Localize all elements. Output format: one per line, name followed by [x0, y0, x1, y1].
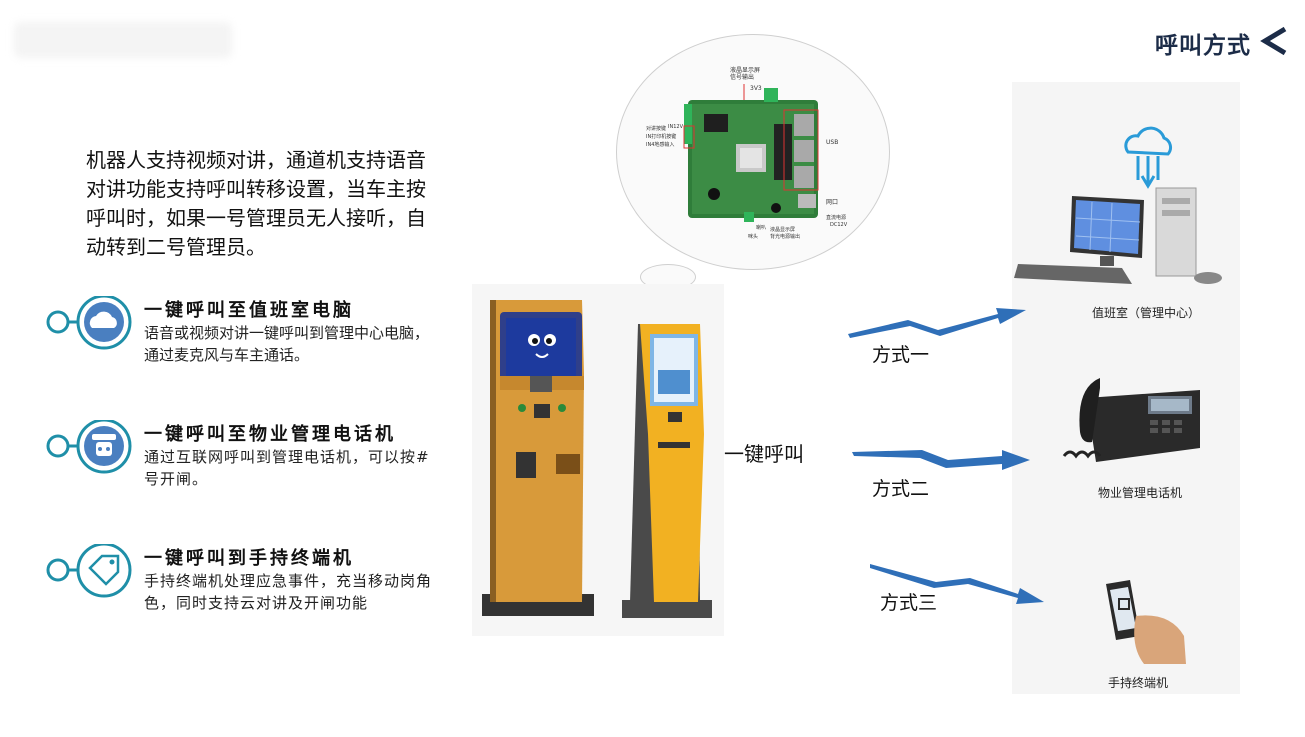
kiosk-machines-image	[482, 300, 712, 618]
tag-icon	[46, 544, 132, 598]
mode-label: 方式二	[872, 478, 930, 500]
feature-item-handheld: 一键呼叫到手持终端机 手持终端机处理应急事件，充当移动岗角色，同时支持云对讲及开…	[44, 544, 444, 624]
board-label: 网口	[826, 199, 838, 206]
device-label-computer: 值班室（管理中心）	[1092, 306, 1201, 320]
arrow-icon	[848, 308, 1026, 338]
board-label: 对讲按键	[646, 125, 666, 132]
top-blur-region	[14, 22, 232, 58]
board-label: 液晶显示屏	[730, 66, 760, 74]
feature-item-computer: 一键呼叫至值班室电脑 语音或视频对讲一键呼叫到管理中心电脑，通过麦克风与车主通话…	[44, 296, 444, 376]
board-label: 液晶显示屏	[770, 226, 795, 233]
feature-title: 一键呼叫至值班室电脑	[144, 300, 354, 321]
board-label: 咪头	[748, 233, 758, 240]
arrow-icon	[852, 450, 1030, 470]
desk-phone-image	[1062, 378, 1200, 462]
board-label: IN打印机按键	[646, 133, 676, 140]
board-label: IN12V	[668, 124, 684, 130]
circuit-board-image: 液晶显示屏 信号输出 3V3 对讲按键 IN12V IN打印机按键 IN4地感输…	[646, 66, 848, 240]
feature-desc: 通过互联网呼叫到管理电话机，可以按#号开闸。	[144, 448, 430, 488]
feature-desc: 语音或视频对讲一键呼叫到管理中心电脑，通过麦克风与车主通话。	[144, 324, 430, 364]
mode-label: 方式一	[872, 344, 930, 366]
device-label-handheld: 手持终端机	[1108, 676, 1169, 690]
cloud-icon	[46, 296, 132, 350]
page-title: 呼叫方式	[1155, 33, 1251, 59]
one-key-call-label: 一键呼叫	[724, 442, 804, 466]
handheld-terminal-image	[1106, 580, 1186, 664]
board-label: IN4地感输入	[646, 141, 674, 148]
intro-text: 机器人支持视频对讲，通道机支持语音对讲功能支持呼叫转移设置，当车主按呼叫时，如果…	[86, 148, 426, 259]
phone-icon	[46, 420, 132, 474]
board-label: 信号输出	[730, 73, 754, 81]
computer-device-image	[1014, 126, 1222, 284]
feature-item-phone: 一键呼叫至物业管理电话机 通过互联网呼叫到管理电话机，可以按#号开闸。	[44, 420, 444, 500]
feature-title: 一键呼叫至物业管理电话机	[144, 424, 396, 445]
board-label: 喇叭	[756, 224, 766, 231]
board-label: USB	[826, 139, 838, 146]
feature-title: 一键呼叫到手持终端机	[144, 548, 354, 569]
arrow-icon	[870, 564, 1044, 604]
board-label: 直流电源	[826, 214, 846, 221]
board-label: DC12V	[830, 222, 848, 228]
mode-label: 方式三	[880, 592, 938, 614]
device-label-phone: 物业管理电话机	[1098, 486, 1183, 500]
board-label: 背光电源输出	[770, 233, 800, 240]
board-label: 3V3	[750, 85, 762, 92]
feature-desc: 手持终端机处理应急事件，充当移动岗角色，同时支持云对讲及开闸功能	[144, 572, 433, 612]
back-chevron-icon[interactable]	[1257, 24, 1293, 58]
